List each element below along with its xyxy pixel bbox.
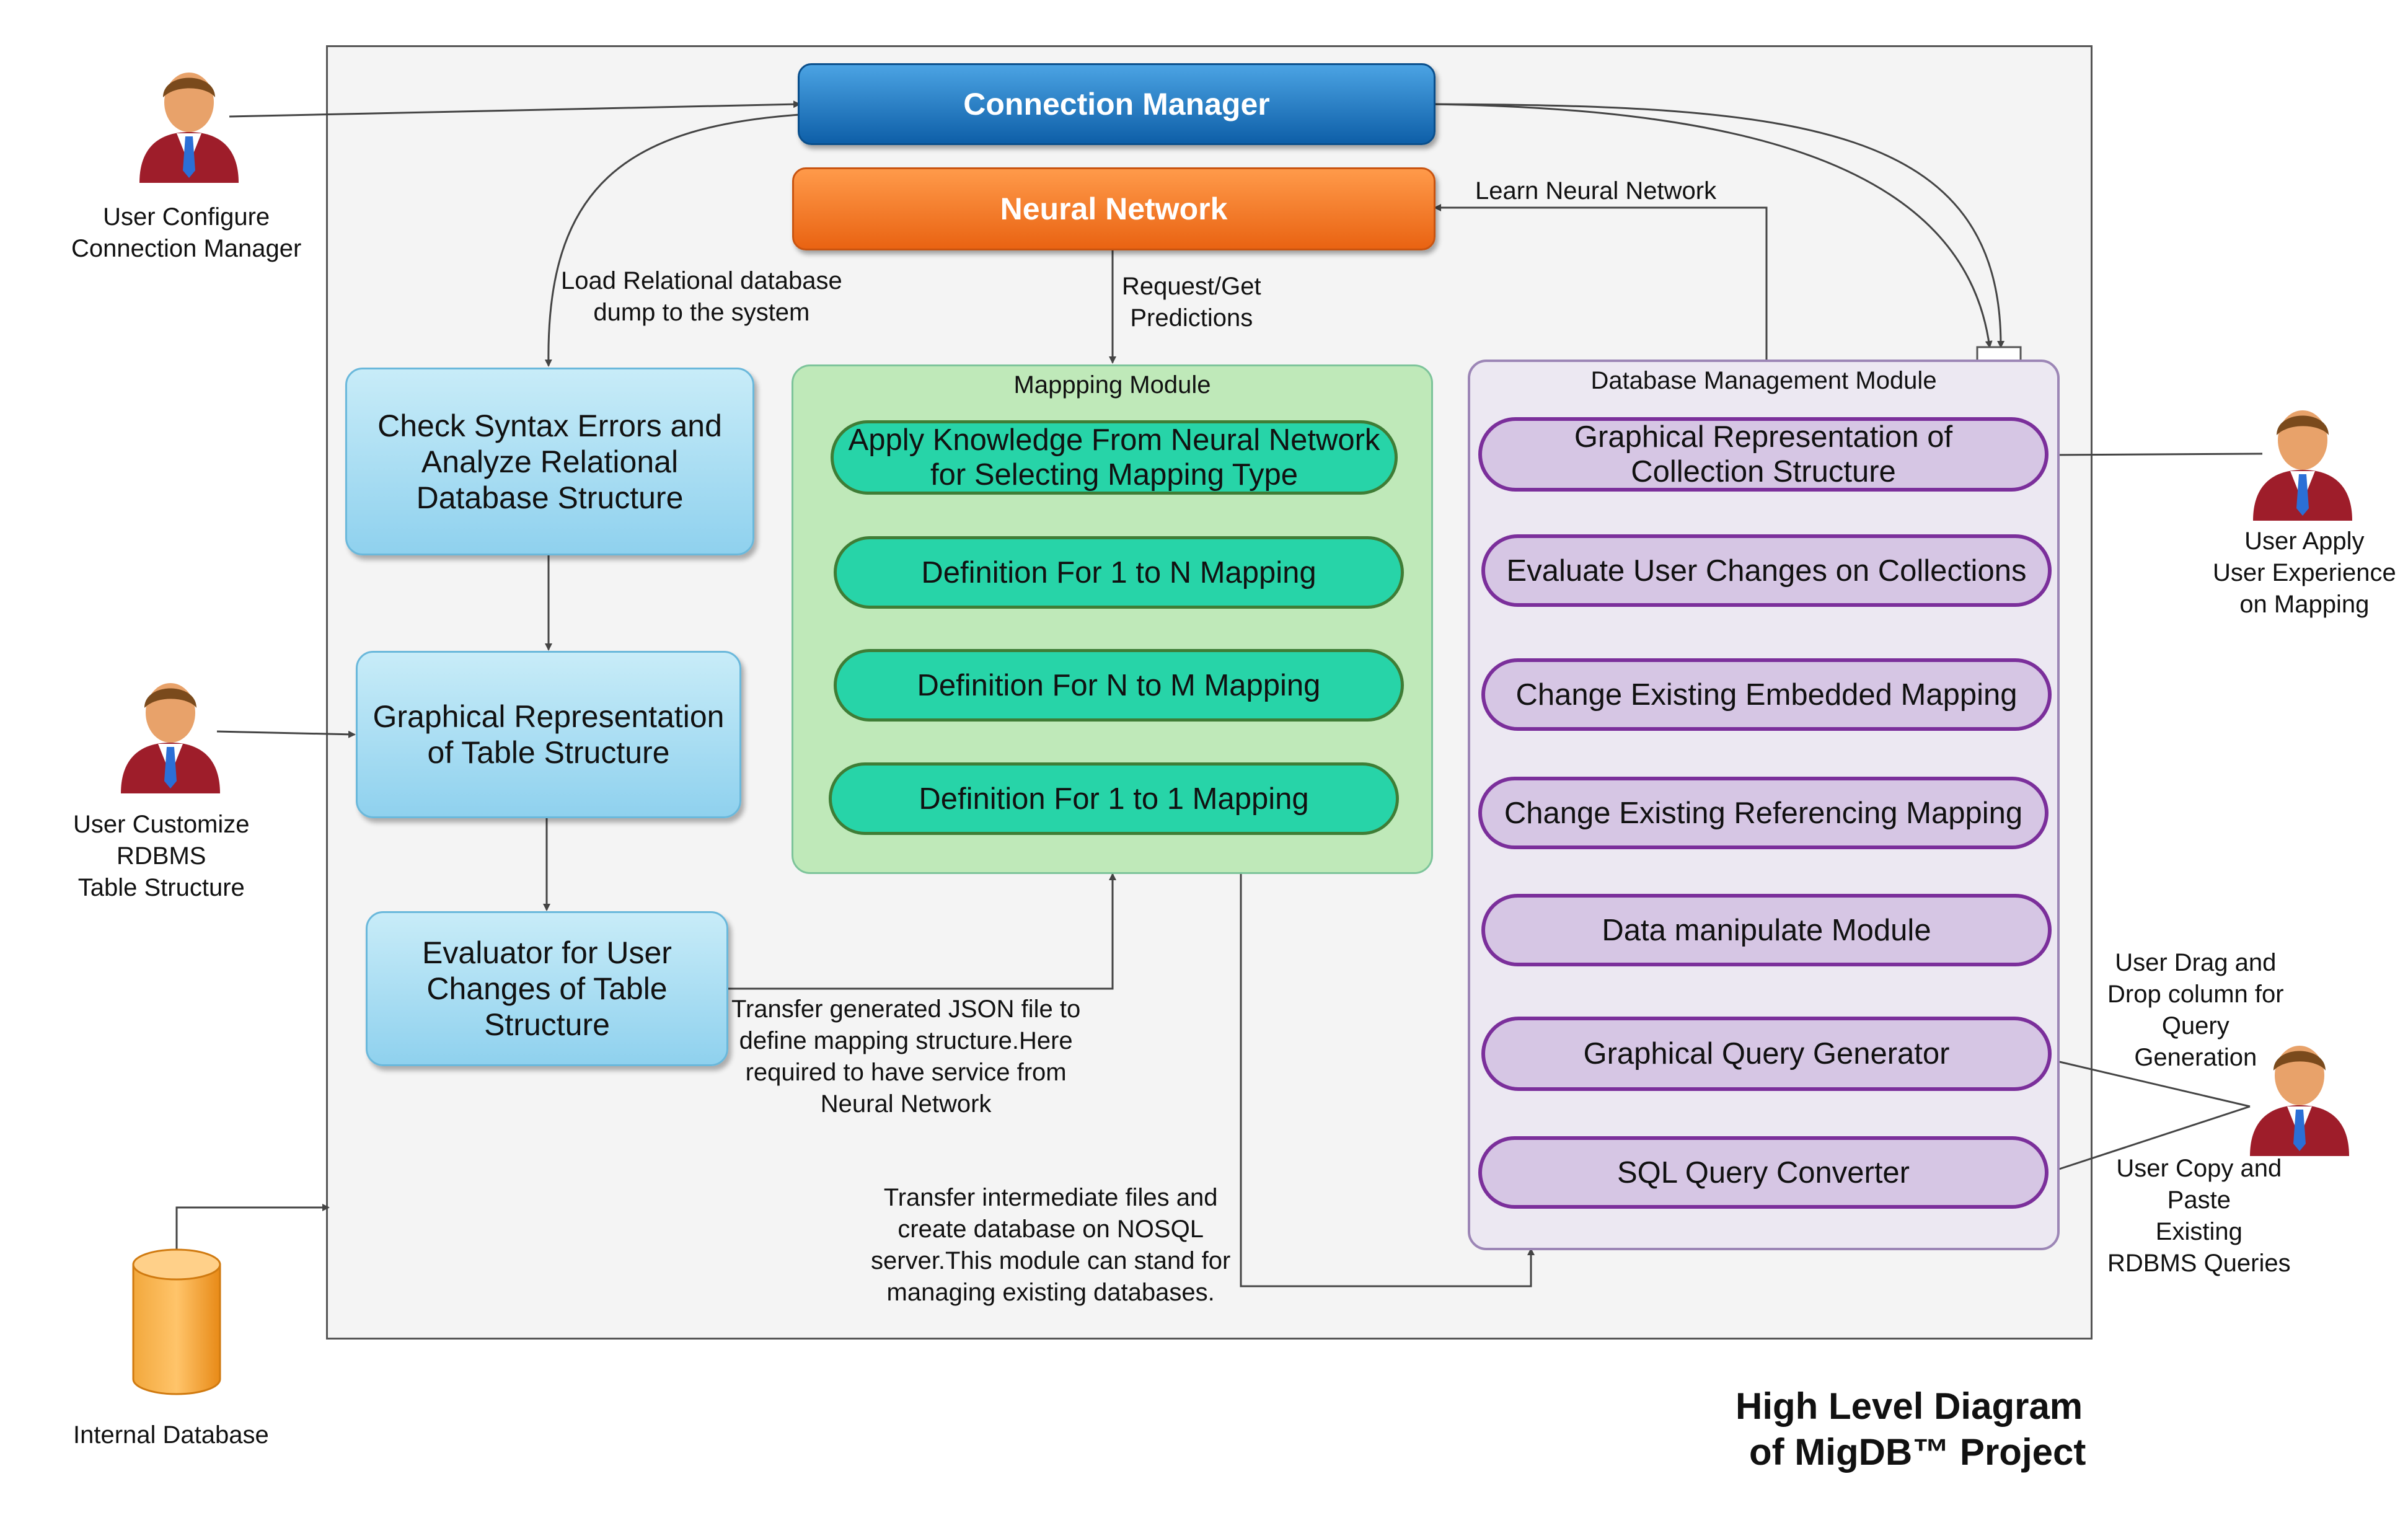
arrow-connection-to-db-module	[1424, 100, 2005, 348]
mapping-item-apply-knowledge: Apply Knowledge From Neural Network for …	[831, 420, 1398, 495]
arrow-learn-nn	[1434, 204, 1768, 360]
label-transfer-intermediate: Transfer intermediate files and create d…	[871, 1184, 1231, 1306]
check-syntax-box: Check Syntax Errors and Analyze Relation…	[345, 368, 754, 555]
mapping-item-1-to-1: Definition For 1 to 1 Mapping	[829, 762, 1399, 835]
database-icon	[132, 1248, 221, 1395]
neural-network-bar: Neural Network	[792, 167, 1436, 250]
user-configure-label: User Configure Connection Manager	[71, 203, 302, 262]
mapping-item-text: Apply Knowledge From Neural Network for …	[848, 423, 1380, 492]
mapping-module-title: Mappping Module	[1013, 371, 1211, 399]
user-copy-label: User Copy and Paste Existing RDBMS Queri…	[2107, 1155, 2291, 1277]
label-transfer-json: Transfer generated JSON file to define m…	[731, 995, 1081, 1118]
arrow-db-to-frame	[175, 1204, 330, 1252]
arrow-copy-to-sql	[2050, 1105, 2251, 1173]
db-item-query-generator: Graphical Query Generator	[1481, 1017, 2052, 1091]
db-item-graphical-collection: Graphical Representation of Collection S…	[1478, 417, 2049, 492]
evaluator-box: Evaluator for User Changes of Table Stru…	[366, 911, 728, 1066]
user-drag-label: User Drag and Drop column for Query Gene…	[2107, 949, 2284, 1071]
label-learn-nn: Learn Neural Network	[1475, 177, 1717, 205]
arrow-apply-to-collection	[2050, 451, 2263, 459]
db-item-embedded-mapping: Change Existing Embedded Mapping	[1481, 658, 2052, 731]
check-syntax-text: Check Syntax Errors and Analyze Relation…	[377, 408, 722, 515]
user-apply-label: User Apply User Experience on Mapping	[2213, 528, 2396, 618]
evaluator-text: Evaluator for User Changes of Table Stru…	[422, 935, 672, 1042]
user-apply-icon	[2253, 410, 2352, 521]
graphical-table-text: Graphical Representation of Table Struct…	[373, 699, 725, 770]
arrow-user-to-connection-manager	[229, 100, 801, 118]
diagram-title-line2: of MigDB™ Project	[1749, 1431, 2086, 1473]
label-request-predictions: Request/Get Predictions	[1122, 273, 1261, 332]
db-item-data-manipulate: Data manipulate Module	[1481, 894, 2052, 966]
db-item-evaluate-changes: Evaluate User Changes on Collections	[1481, 534, 2052, 607]
db-module-title: Database Management Module	[1590, 367, 1937, 394]
arrow-drag-to-query-gen	[2050, 1057, 2251, 1108]
db-item-text: Graphical Representation of Collection S…	[1574, 420, 1953, 488]
user-customize-label: User Customize RDBMS Table Structure	[73, 811, 250, 901]
mapping-item-n-to-m: Definition For N to M Mapping	[834, 649, 1404, 722]
diagram-title-line1: High Level Diagram	[1735, 1385, 2083, 1427]
user-customize-icon	[121, 683, 220, 793]
user-configure-icon	[139, 73, 239, 183]
label-load-relational: Load Relational database dump to the sys…	[561, 267, 842, 326]
arrow-evaluator-to-mapping	[728, 873, 1116, 990]
db-item-sql-converter: SQL Query Converter	[1478, 1136, 2049, 1209]
connection-manager-bar: Connection Manager	[798, 63, 1436, 145]
arrow-connection-to-check-syntax	[544, 110, 806, 367]
arrow-mapping-to-db	[1240, 874, 1535, 1287]
arrow-customize-to-graphical	[216, 730, 356, 738]
user-query-icon	[2250, 1046, 2349, 1156]
internal-db-label: Internal Database	[73, 1421, 269, 1449]
graphical-table-box: Graphical Representation of Table Struct…	[356, 651, 741, 818]
db-item-referencing-mapping: Change Existing Referencing Mapping	[1478, 777, 2049, 849]
mapping-item-1-to-n: Definition For 1 to N Mapping	[834, 536, 1404, 609]
